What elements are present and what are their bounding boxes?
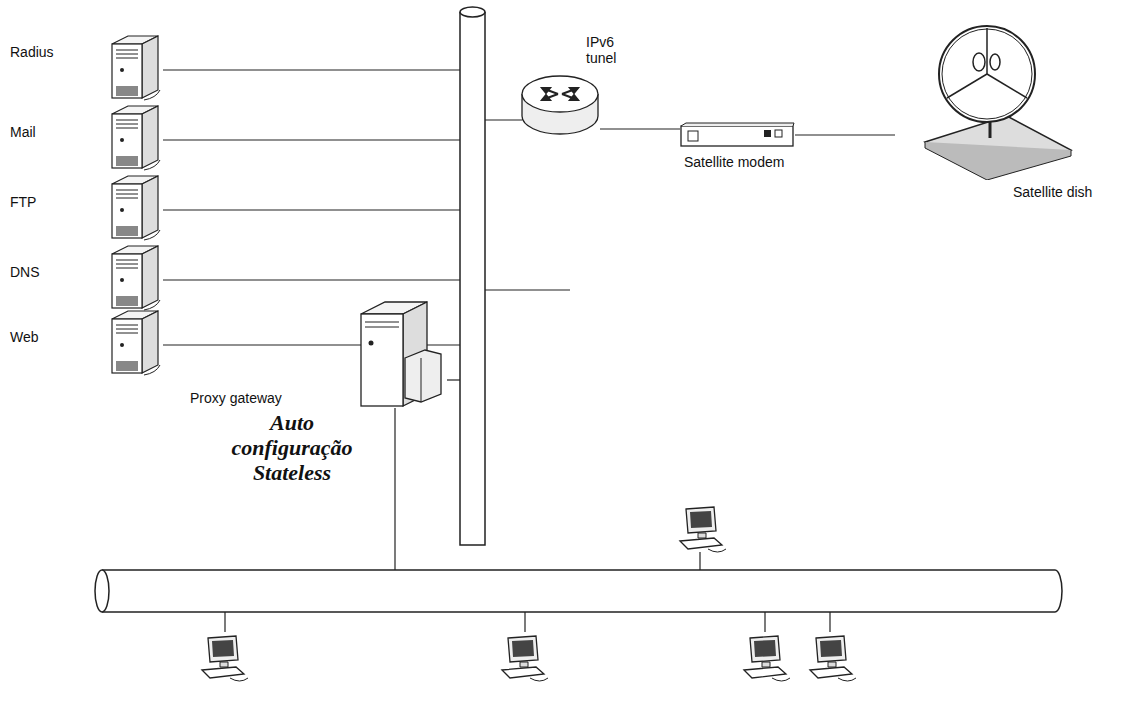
lan-pipe [95,570,1062,612]
server-icon [108,240,163,312]
server-icon [108,100,163,172]
network-device: Web [108,305,163,377]
satellite-dish-icon [895,18,1075,180]
proxy-server-icon [355,298,447,408]
pc-icon [744,636,790,681]
network-device: Radius [108,30,163,102]
network-device: DNS [108,240,163,312]
pc-icon [810,636,856,681]
server-label: Mail [10,124,36,140]
network-device: Proxy gatewayAuto configuração Stateless [355,298,447,408]
pc-icon [502,636,548,681]
modem-icon [680,122,795,148]
proxy-label: Proxy gateway [190,390,282,406]
server-wires [163,70,830,632]
pc-icon [680,507,726,552]
server-label: DNS [10,264,40,280]
cable-connector [795,135,895,136]
server-label: Web [10,329,39,345]
network-device: Mail [108,100,163,172]
server-icon [108,170,163,242]
cable-connector [600,129,680,130]
server-label: FTP [10,194,36,210]
autoconfig-note: Auto configuração Stateless [223,410,361,485]
network-device: FTP [108,170,163,242]
network-device: IPv6 tunel [520,70,600,136]
router-icon [520,70,600,136]
backbone-pipe [460,7,485,545]
server-label: Radius [10,44,54,60]
server-icon [108,30,163,102]
pc-icon [202,636,248,681]
network-device: Satellite modem [680,122,795,148]
modem-label: Satellite modem [684,154,784,170]
network-device: Satellite dish [895,18,1075,180]
dish-label: Satellite dish [1013,184,1092,200]
router-label: IPv6 tunel [586,34,628,66]
server-icon [108,305,163,377]
